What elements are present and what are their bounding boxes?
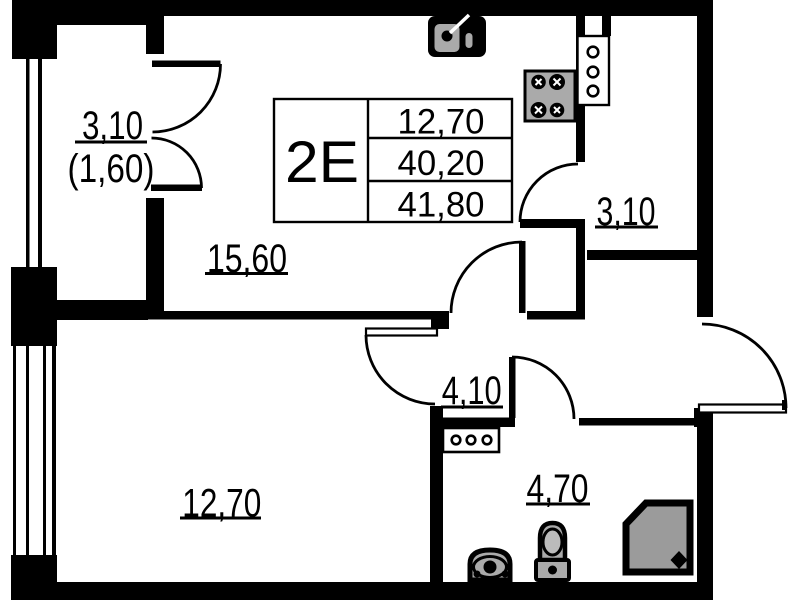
svg-text:41,80: 41,80 [398, 185, 485, 225]
svg-text:(1,60): (1,60) [68, 147, 155, 191]
svg-text:40,20: 40,20 [398, 143, 485, 183]
svg-text:2Е: 2Е [285, 130, 359, 195]
svg-text:12,70: 12,70 [398, 102, 485, 142]
